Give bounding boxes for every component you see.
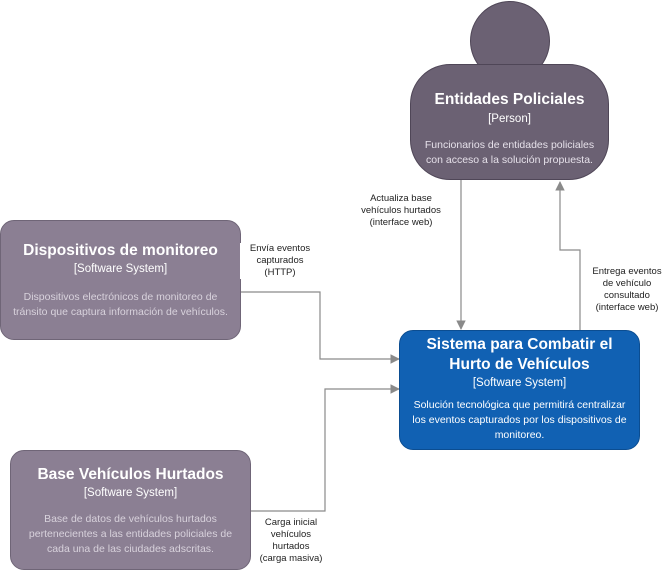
desc-line: Dispositivos electrónicos de monitoreo d… (23, 291, 218, 303)
title-line: Hurto de Vehículos (449, 356, 590, 373)
node-dispositivos-desc: Dispositivos electrónicos de monitoreo d… (1, 290, 240, 320)
node-dispositivos-type: [Software System] (73, 263, 168, 275)
node-sistema-combatir-hurto[interactable]: Sistema para Combatir el Hurto de Vehícu… (399, 330, 640, 450)
edge-label-line: (interface web) (369, 217, 433, 228)
edge-label-line: Actualiza base (370, 193, 432, 204)
desc-line: monitoreo. (494, 429, 545, 441)
desc-line: con acceso a la solución propuesta. (426, 154, 593, 166)
desc-line: tránsito que captura información de vehí… (13, 306, 228, 318)
edge-label-line: vehículos hurtados (361, 205, 441, 216)
edge-label-carga: Carga inicial vehículos hurtados (carga … (253, 517, 329, 565)
edge-label-line: de vehículo (602, 278, 652, 289)
node-entidades-desc: Funcionarios de entidades policiales con… (411, 138, 608, 168)
desc-line: Base de datos de vehículos hurtados (44, 513, 217, 525)
edge-label-line: Carga inicial (264, 517, 318, 528)
title-line: Sistema para Combatir el (426, 336, 613, 353)
edge-label-line: capturados (256, 255, 304, 266)
desc-line: Funcionarios de entidades policiales (424, 139, 595, 151)
edge-label-entrega: Entrega eventos de vehículo consultado (… (584, 266, 670, 314)
edge-label-line: hurtados (272, 541, 310, 552)
edge-label-line: vehículos (270, 529, 312, 540)
node-dispositivos-title: Dispositivos de monitoreo (23, 242, 218, 259)
node-sistema-title: Sistema para Combatir el Hurto de Vehícu… (400, 335, 639, 375)
desc-line: pertenecientes a las entidades policiale… (28, 528, 233, 540)
node-sistema-desc: Solución tecnológica que permitirá centr… (400, 398, 639, 443)
desc-line: Solución tecnológica que permitirá centr… (413, 399, 626, 411)
edge-entrega-line (555, 181, 581, 330)
node-entidades-policiales[interactable]: Entidades Policiales [Person] Funcionari… (410, 64, 609, 180)
node-base-type: [Software System] (83, 487, 178, 499)
desc-line: los eventos capturados por los dispositi… (412, 414, 627, 426)
edge-label-line: (HTTP) (264, 267, 296, 278)
edge-label-line: (interface web) (595, 302, 659, 313)
edge-label-actualiza: Actualiza base vehículos hurtados (inter… (350, 193, 452, 229)
node-base-desc: Base de datos de vehículos hurtados pert… (11, 512, 250, 557)
node-base-vehiculos-hurtados[interactable]: Base Vehículos Hurtados [Software System… (10, 450, 251, 570)
node-entidades-title: Entidades Policiales (434, 91, 585, 108)
edge-label-envia: Envía eventos capturados (HTTP) (240, 243, 320, 279)
node-entidades-type: [Person] (488, 113, 531, 125)
edge-label-line: (carga masiva) (259, 553, 323, 564)
node-base-title: Base Vehículos Hurtados (37, 466, 224, 483)
edge-envia-line (241, 291, 400, 364)
desc-line: cada una de las ciudades adscritas. (47, 543, 214, 555)
edge-label-line: consultado (604, 290, 650, 301)
edge-carga-line (251, 384, 400, 512)
edge-label-line: Entrega eventos (592, 266, 662, 277)
node-sistema-type: [Software System] (472, 377, 567, 389)
edge-label-line: Envía eventos (249, 243, 311, 254)
node-dispositivos-monitoreo[interactable]: Dispositivos de monitoreo [Software Syst… (0, 220, 241, 340)
